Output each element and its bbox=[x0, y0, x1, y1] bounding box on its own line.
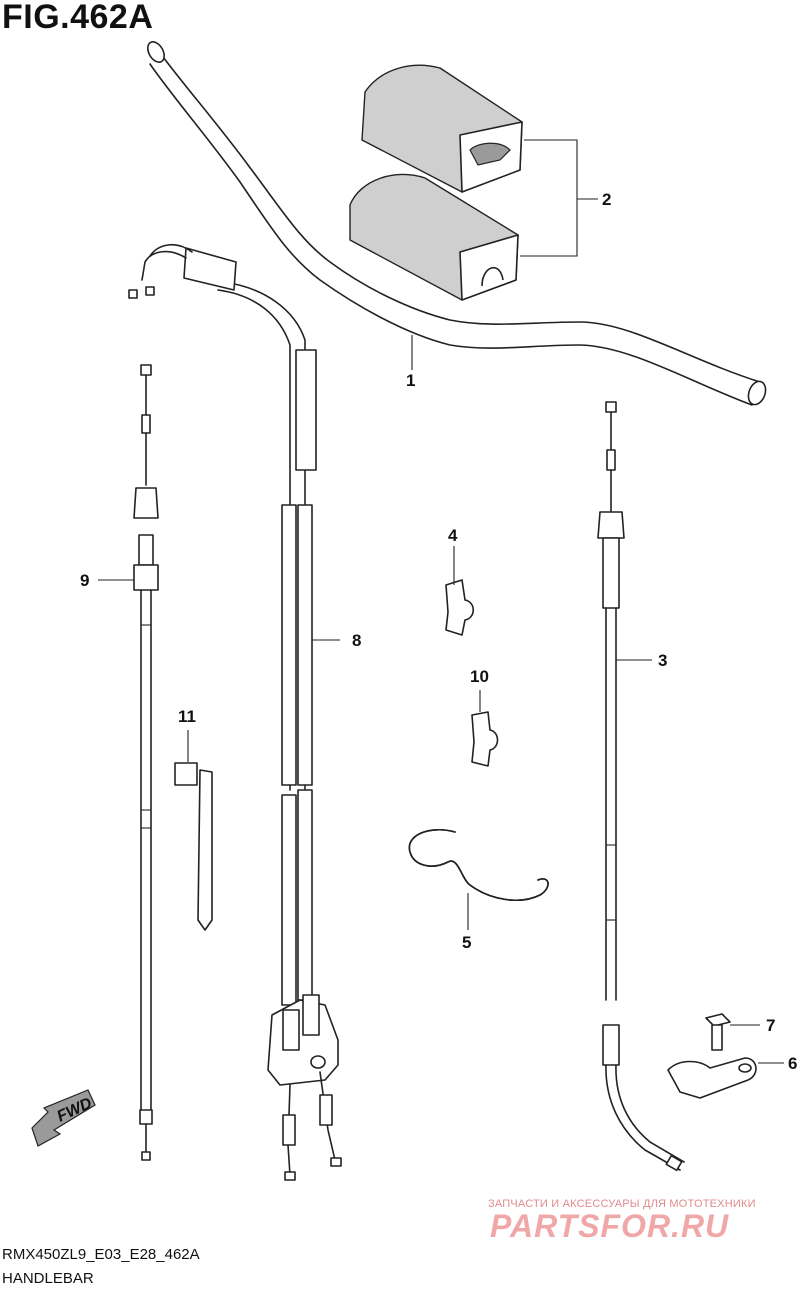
callout-8: 8 bbox=[352, 631, 361, 650]
clamp-part-10[interactable] bbox=[471, 690, 499, 767]
watermark-logo: PARTSFOR.RU bbox=[490, 1208, 730, 1244]
figure-title: FIG.462A bbox=[2, 0, 154, 36]
callout-5: 5 bbox=[462, 933, 471, 952]
watermark-tagline: ЗАПЧАСТИ И АКСЕССУАРЫ ДЛЯ МОТОТЕХНИКИ bbox=[488, 1198, 756, 1210]
callout-11: 11 bbox=[178, 707, 196, 726]
handlebar-part[interactable] bbox=[144, 39, 768, 407]
handlebar-pad-lower[interactable] bbox=[349, 173, 519, 301]
callout-4: 4 bbox=[448, 526, 458, 545]
hot-start-cable-part[interactable] bbox=[98, 364, 159, 1161]
callout-3: 3 bbox=[658, 651, 667, 670]
clamp-part-4[interactable] bbox=[445, 546, 475, 636]
clutch-cable-part[interactable] bbox=[597, 401, 685, 1172]
bracket-part[interactable] bbox=[667, 1057, 784, 1099]
cable-tie-part[interactable] bbox=[174, 730, 213, 931]
callout-6: 6 bbox=[788, 1054, 797, 1073]
pad-callout-bracket bbox=[520, 139, 598, 257]
callout-9: 9 bbox=[80, 571, 89, 590]
wire-clip-part[interactable] bbox=[408, 828, 549, 930]
callout-7: 7 bbox=[766, 1016, 775, 1035]
callout-2: 2 bbox=[602, 190, 611, 209]
forward-arrow-icon: FWD bbox=[31, 1089, 96, 1147]
bolt-part[interactable] bbox=[705, 1013, 760, 1051]
section-name: HANDLEBAR bbox=[2, 1270, 94, 1287]
handlebar-pad-upper[interactable] bbox=[361, 64, 523, 193]
model-code: RMX450ZL9_E03_E28_462A bbox=[2, 1246, 200, 1263]
throttle-cable-part[interactable] bbox=[128, 244, 342, 1181]
callout-1: 1 bbox=[406, 371, 415, 390]
callout-10: 10 bbox=[470, 667, 489, 686]
